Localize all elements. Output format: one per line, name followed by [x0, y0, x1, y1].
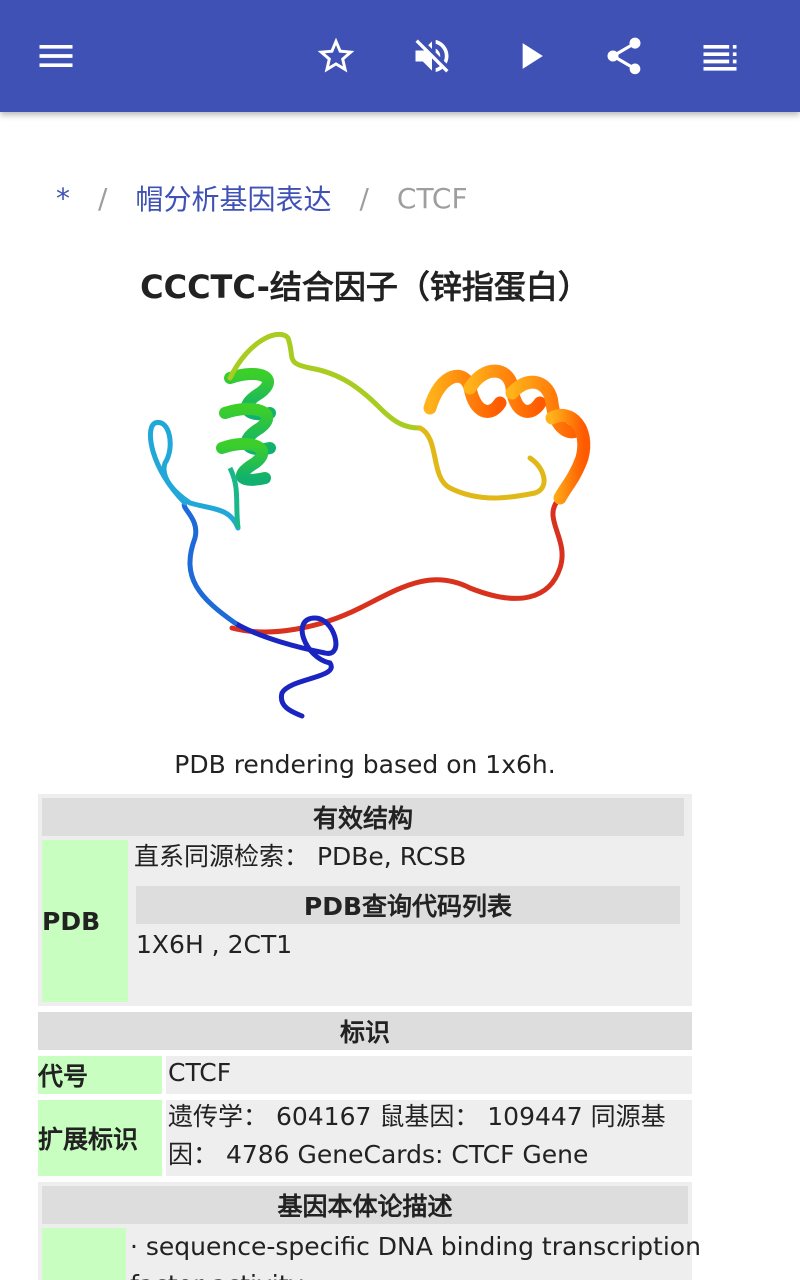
external-ids-line2[interactable]: 因： 4786 GeneCards: CTCF Gene [168, 1140, 589, 1169]
ortholog-search-text: 直系同源检索： PDBe, RCSB [134, 842, 467, 871]
row-value-symbol-bg [166, 1056, 692, 1094]
playlist-icon[interactable] [692, 28, 748, 84]
app-bar [0, 0, 800, 112]
breadcrumb-separator: / [98, 181, 108, 215]
section-header-gene-ontology: 基因本体论描述 [42, 1186, 688, 1224]
symbol-value: CTCF [168, 1058, 232, 1087]
article-title: CCCTC-结合因子（锌指蛋白） [140, 268, 590, 306]
section-header-structures: 有效结构 [42, 798, 684, 836]
image-caption: PDB rendering based on 1x6h. [174, 750, 556, 779]
external-ids-line1[interactable]: 遗传学： 604167 鼠基因： 109447 同源基 [168, 1102, 666, 1131]
pdb-ids[interactable]: 1X6H , 2CT1 [136, 930, 293, 959]
row-label-pdb: PDB [42, 840, 128, 1002]
row-value-external-bg [166, 1100, 692, 1176]
row-label-symbol: 代号 [38, 1056, 162, 1094]
breadcrumb-separator: / [359, 181, 369, 215]
breadcrumb-root-link[interactable]: * [56, 181, 70, 215]
breadcrumb-current: CTCF [396, 181, 468, 215]
go-term-line1: · sequence-specific DNA binding transcri… [130, 1232, 701, 1261]
section-header-identifiers: 标识 [38, 1012, 692, 1050]
hamburger-menu-icon[interactable] [28, 28, 84, 84]
star-outline-icon[interactable] [308, 28, 364, 84]
protein-structure-image [147, 331, 591, 719]
section-header-pdb-list: PDB查询代码列表 [136, 886, 680, 924]
play-icon[interactable] [502, 28, 558, 84]
volume-off-icon[interactable] [404, 28, 460, 84]
breadcrumb: * / 帽分析基因表达 / CTCF [56, 178, 468, 218]
row-label-external-ids: 扩展标识 [38, 1100, 162, 1176]
go-term-line2: factor activity [130, 1266, 303, 1280]
row-label-molecular-function [42, 1228, 126, 1280]
breadcrumb-parent-link[interactable]: 帽分析基因表达 [135, 183, 332, 216]
share-icon[interactable] [596, 28, 652, 84]
